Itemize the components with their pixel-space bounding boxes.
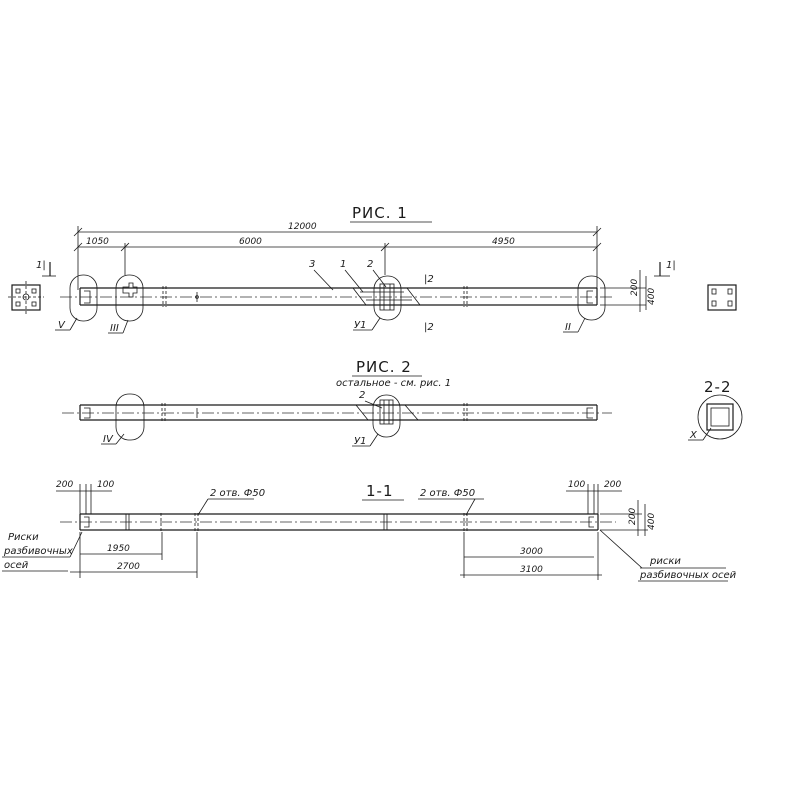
cut-mark-right: 1| [666,260,676,271]
dimension-segment-b-text: 6000 [239,237,262,247]
dimension-segment-a-text: 1050 [86,237,109,247]
leader-label-1: 1 [340,259,346,270]
dim-200-right-text: 200 [604,480,621,490]
dim-100-right-text: 100 [568,480,585,490]
height-dimension-section-1-1: 200 400 [600,500,657,536]
height-dimension-fig1: 200 400 [600,270,657,312]
callout-y1 [373,275,402,321]
dim-100-left-text: 100 [97,480,114,490]
dimension-total-length: 12000 [73,222,602,290]
figure-2: РИС. 2 остальное - см. рис. 1 2 [62,358,612,447]
beam-fig2 [62,403,612,422]
roman-label-iv: IV [103,434,114,445]
section-1-1: 1-1 200 100 100 200 2 отв. Ф50 2 отв. Ф5… [2,480,737,582]
node-y1-detail [352,283,421,311]
section-2-2: 2-2 X [688,378,743,441]
cut-mark-left: 1| [36,260,46,271]
holes-left-note: 2 отв. Ф50 [210,488,265,499]
section-2-2-title: 2-2 [704,378,732,396]
end-section-left [8,281,44,314]
dim-200-left-text: 200 [56,480,73,490]
callout-y1-fig2 [372,394,401,438]
dimension-total-length-text: 12000 [288,222,317,232]
section-mark-upper: |2 [424,274,434,285]
dimension-segment-c-text: 4950 [492,237,515,247]
beam-section-1-1 [60,513,616,531]
dimension-3100: 3100 [460,532,602,580]
marks-left-line-2: разбивочных [3,545,73,557]
callout-v [69,274,98,322]
height-400-text: 400 [647,288,657,305]
dimension-2700: 2700 [70,532,198,578]
dim-3100-text: 3100 [520,565,543,575]
dimension-1950: 1950 [80,532,163,560]
leader-label-2: 2 [367,259,373,270]
marks-right-line-2: разбивочных осей [639,569,737,581]
marks-left-line-1: Риски [8,532,39,543]
node-label-y1: У1 [354,320,366,331]
beam-fig1 [60,286,612,307]
dimension-3000: 3000 [463,532,594,578]
dim-1950-text: 1950 [107,544,130,554]
figure-2-subtitle: остальное - см. рис. 1 [336,378,451,389]
dim-3000-text: 3000 [520,547,543,557]
marks-right-line-1: риски [649,556,681,567]
marks-note-left: Риски разбивочных осей [2,531,83,572]
callout-iii [115,274,144,322]
roman-label-x: X [689,430,698,441]
height-200-text: 200 [630,279,640,296]
section-1-1-height-200-text: 200 [628,508,638,525]
holes-right-note: 2 отв. Ф50 [420,488,475,499]
roman-label-ii: II [565,322,571,333]
marks-left-line-3: осей [4,560,29,571]
end-section-right [707,284,737,311]
section-mark-lower: |2 [424,322,434,333]
dim-2700-text: 2700 [117,562,140,572]
node-y1-detail-fig2 [355,399,419,425]
figure-1: РИС. 1 12000 1050 6000 4950 [8,204,737,334]
roman-label-v: V [58,320,66,331]
section-1-1-height-400-text: 400 [647,513,657,530]
figure-2-title: РИС. 2 [356,358,412,376]
leader-label-3: 3 [309,259,315,270]
figure-1-title: РИС. 1 [352,204,408,222]
marks-note-right: риски разбивочных осей [599,529,737,582]
dimension-segments: 1050 6000 4950 [73,237,602,275]
callout-ii [577,275,606,321]
callout-iv [115,393,145,441]
section-1-1-title: 1-1 [366,482,394,500]
figure-2-node-label-y1: У1 [354,436,366,447]
roman-label-iii: III [110,323,119,334]
figure-2-leader-label-2: 2 [359,390,365,401]
